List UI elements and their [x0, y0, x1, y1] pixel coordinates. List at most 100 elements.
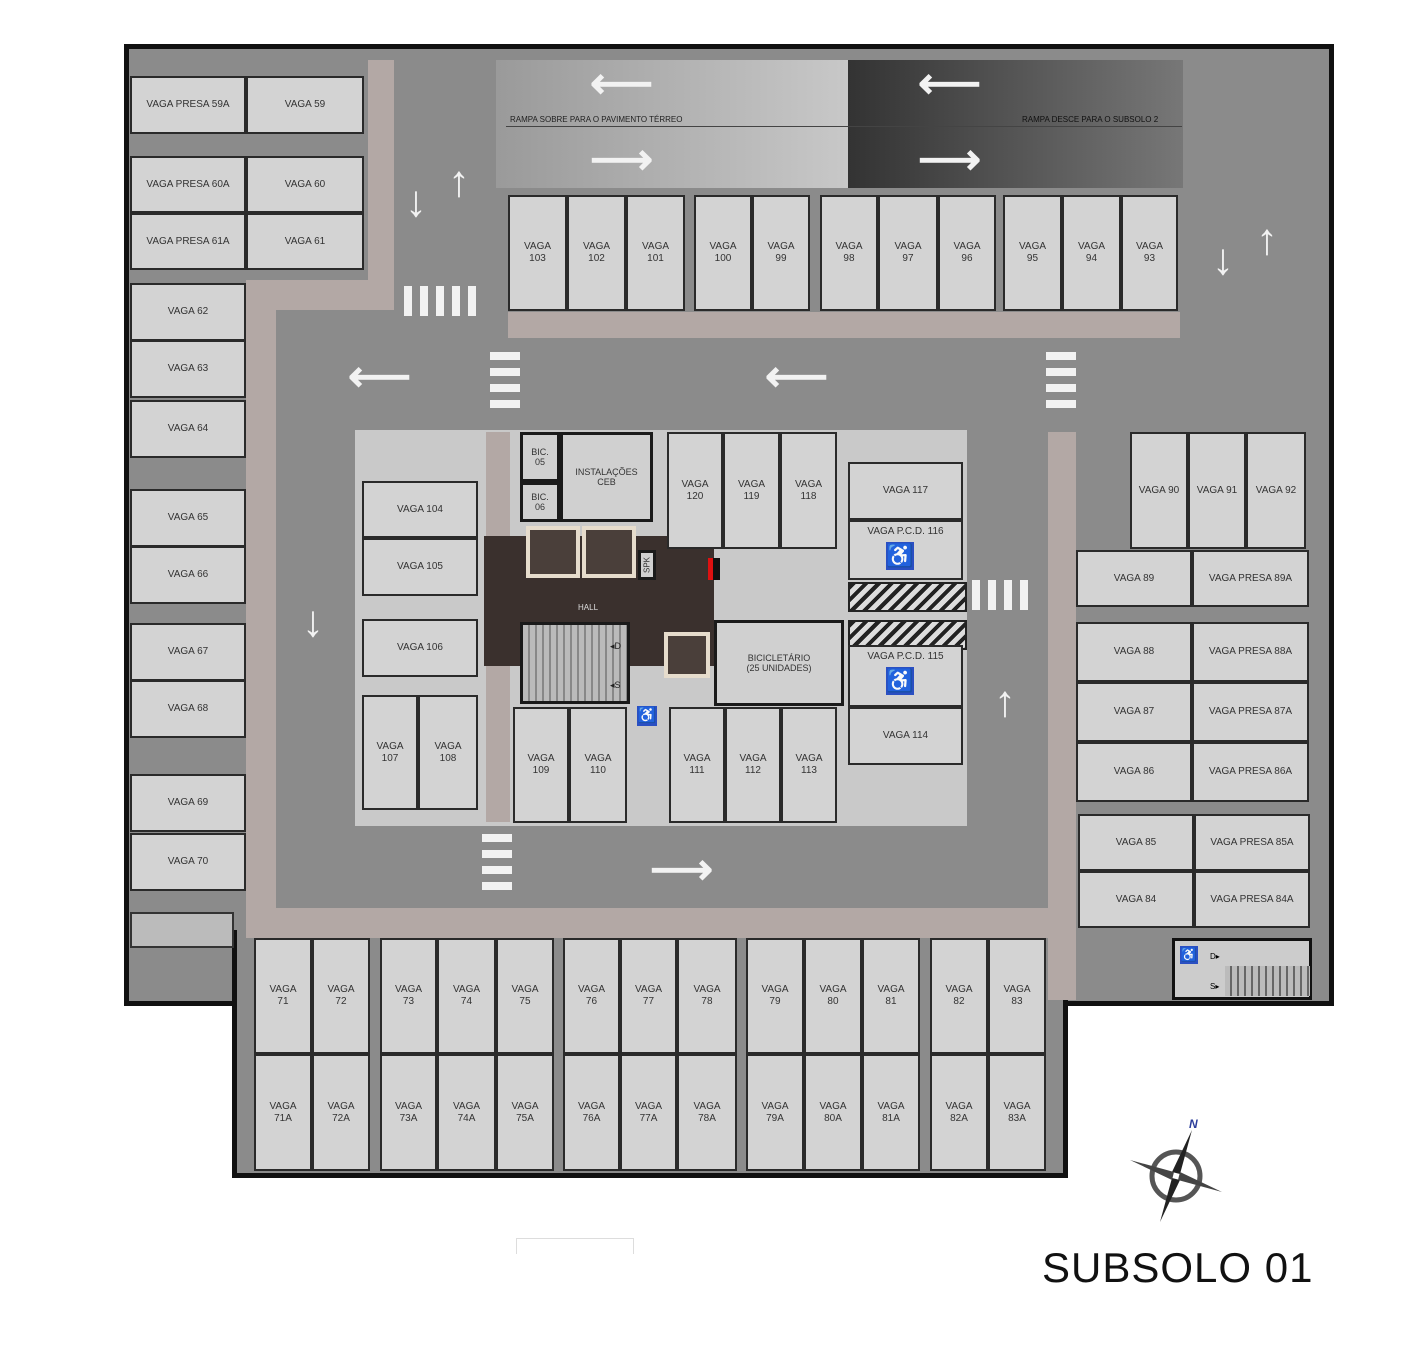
accessible-icon: ♿ [886, 542, 914, 570]
parking-stall-label: VAGA 75A [511, 1100, 539, 1124]
parking-stall-label: VAGA 64 [167, 423, 209, 434]
parking-stall-label: VAGA P.C.D. 116 [867, 526, 944, 537]
arrow-left-icon: ⟵ [348, 352, 412, 401]
parking-stall-label: VAGA 82 [945, 984, 973, 1007]
arrow-right-icon: ⟶ [918, 135, 982, 184]
parking-stall-label: VAGA 96 [953, 241, 981, 264]
parking-stall: VAGA 94 [1062, 195, 1121, 311]
parking-stall-label: VAGA PRESA 85A [1210, 836, 1294, 848]
parking-stall-label: VAGA 101 [641, 241, 670, 264]
parking-stall-label: VAGA 89 [1113, 572, 1155, 584]
parking-stall-label: VAGA 110 [584, 753, 612, 776]
parking-stall: VAGA 70 [130, 833, 246, 891]
parking-stall-label: VAGA 120 [681, 478, 709, 502]
parking-stall: VAGA PRESA 59A [130, 76, 246, 134]
parking-stall: VAGA 65 [130, 489, 246, 547]
parking-stall-label: VAGA 97 [894, 241, 922, 264]
parking-stall: VAGA 106 [362, 619, 478, 677]
left-technical-room [130, 912, 234, 948]
parking-stall-label: VAGA 67 [167, 646, 209, 657]
elevator-3 [664, 632, 710, 678]
parking-stall-label: VAGA PRESA 87A [1208, 706, 1293, 717]
parking-stall: VAGA 113 [781, 707, 837, 823]
parking-stall-label: VAGA 113 [795, 753, 823, 776]
parking-stall: VAGA 98 [820, 195, 878, 311]
arrow-down-icon: ↓ [1212, 235, 1234, 284]
parking-stall: VAGA 72A [312, 1054, 370, 1171]
walkway [1048, 432, 1076, 1000]
crosswalk [972, 580, 1028, 610]
parking-stall-label: VAGA 119 [737, 478, 766, 502]
arrow-right-icon: ⟶ [650, 845, 714, 894]
parking-stall: VAGA 66 [130, 546, 246, 604]
parking-stall-label: VAGA PRESA 88A [1208, 646, 1293, 657]
crosswalk [490, 352, 520, 408]
parking-stall: VAGA 64 [130, 400, 246, 458]
parking-stall-label: VAGA 76 [577, 984, 606, 1007]
parking-stall: VAGA 96 [938, 195, 996, 311]
parking-stall: VAGA 81 [862, 938, 920, 1054]
arrow-down-icon: ↓ [405, 177, 427, 226]
walkway [508, 312, 1180, 338]
parking-stall-label: VAGA 71A [269, 1100, 297, 1124]
parking-stall-label: VAGA 83A [1003, 1100, 1031, 1124]
bic-05-room: BIC. 05 [520, 432, 560, 482]
parking-stall: VAGA 83A [988, 1054, 1046, 1171]
parking-stall-label: VAGA 112 [739, 753, 767, 776]
parking-stall-label: VAGA 59 [284, 99, 326, 110]
ramp-dimension-line [506, 126, 1182, 127]
parking-stall: VAGA 92 [1246, 432, 1306, 549]
parking-stall: VAGA 83 [988, 938, 1046, 1054]
ramp-down-label: RAMPA DESCE PARA O SUBSOLO 2 [1022, 115, 1159, 124]
ramp-up-area [496, 60, 848, 188]
parking-stall-label: VAGA 104 [397, 503, 443, 515]
right-stairs-up-label: S▸ [1210, 982, 1220, 991]
parking-stall-label: VAGA 88 [1113, 646, 1155, 657]
parking-stall-label: VAGA 76A [577, 1100, 606, 1124]
parking-stall: VAGA 90 [1130, 432, 1188, 549]
parking-stall: VAGA 112 [725, 707, 781, 823]
parking-stall: VAGA 60 [246, 156, 364, 213]
parking-stall: VAGA 100 [694, 195, 752, 311]
walkway [246, 908, 1076, 938]
ramp-up-label: RAMPA SOBRE PARA O PAVIMENTO TÉRREO [510, 115, 683, 124]
parking-stall-label: VAGA 114 [882, 730, 929, 741]
elevator-2 [582, 526, 636, 578]
parking-stall: VAGA 114 [848, 707, 963, 765]
bic-06-room: BIC. 06 [520, 482, 560, 522]
parking-stall: VAGA 88 [1076, 622, 1192, 682]
parking-stall: VAGA 76A [563, 1054, 620, 1171]
parking-stall: VAGA 86 [1076, 742, 1192, 802]
parking-stall: VAGA 91 [1188, 432, 1246, 549]
parking-stall-label: VAGA 61 [284, 235, 326, 247]
parking-stall-label: VAGA 86 [1113, 766, 1155, 777]
parking-stall: VAGA 80A [804, 1054, 862, 1171]
parking-stall: VAGA 89 [1076, 550, 1192, 607]
parking-stall: VAGA 119 [723, 432, 780, 549]
parking-stall: VAGA 68 [130, 680, 246, 738]
parking-stall: VAGA 95 [1003, 195, 1062, 311]
parking-stall-label: VAGA 68 [167, 703, 209, 714]
parking-stall-label: VAGA 79A [761, 1100, 789, 1124]
parking-stall-label: VAGA 69 [167, 797, 209, 808]
parking-stall: VAGA 72 [312, 938, 370, 1054]
parking-stall: VAGA P.C.D. 115♿ [848, 645, 963, 707]
parking-stall-label: VAGA 60 [284, 178, 326, 190]
parking-stall: VAGA 120 [667, 432, 723, 549]
parking-stall-label: VAGA 90 [1138, 484, 1180, 496]
parking-stall: VAGA PRESA 60A [130, 156, 246, 213]
parking-stall-label: VAGA 111 [683, 753, 711, 776]
parking-stall-label: VAGA 78 [693, 984, 721, 1007]
arrow-down-icon: ↓ [302, 597, 324, 646]
parking-stall-label: VAGA PRESA 89A [1208, 572, 1293, 584]
parking-stall-label: VAGA 71 [269, 984, 297, 1007]
arrow-left-icon: ⟵ [765, 352, 829, 401]
parking-stall: VAGA 71A [254, 1054, 312, 1171]
accessible-icon: ♿ [1180, 946, 1198, 964]
parking-stall: VAGA 63 [130, 340, 246, 398]
right-stairs [1225, 966, 1310, 996]
parking-stall-label: VAGA 83 [1003, 984, 1031, 1007]
parking-stall-label: VAGA 62 [167, 306, 209, 317]
parking-stall: VAGA 79A [746, 1054, 804, 1171]
